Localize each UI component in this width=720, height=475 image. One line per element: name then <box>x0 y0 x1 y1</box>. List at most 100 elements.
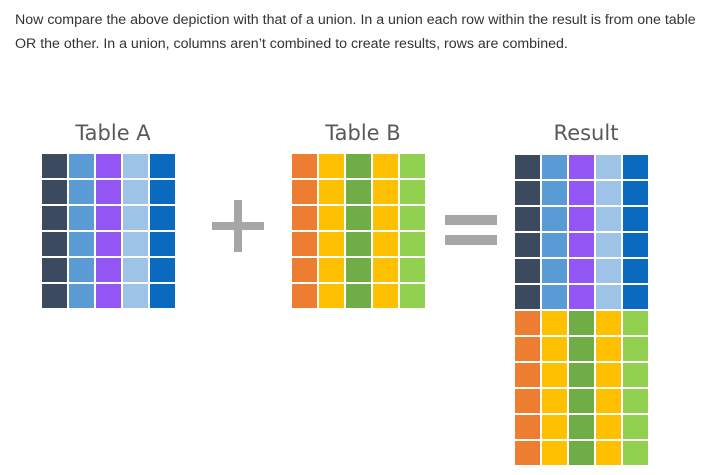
table-a-cell <box>96 258 121 282</box>
result-cell-from-a <box>515 285 540 309</box>
result-title: Result <box>553 121 619 145</box>
table-b-cell <box>346 284 371 308</box>
result-cell-from-b <box>515 311 540 335</box>
result-cell-from-b <box>542 363 567 387</box>
result-cell-from-a <box>542 285 567 309</box>
table-a-cell <box>42 154 67 178</box>
table-b-cell <box>373 206 398 230</box>
table-a-cell <box>69 232 94 256</box>
result-cell-from-b <box>596 311 621 335</box>
result-cell-from-a <box>623 181 648 205</box>
table-b-cell <box>373 180 398 204</box>
result-cell-from-b <box>515 363 540 387</box>
result-cell-from-b <box>569 363 594 387</box>
result-cell-from-a <box>623 207 648 231</box>
result-cell-from-a <box>542 155 567 179</box>
table-a-cell <box>96 206 121 230</box>
result-cell-from-b <box>542 337 567 361</box>
result-cell-from-a <box>515 259 540 283</box>
table-a-cell <box>150 232 175 256</box>
table-b-cell <box>292 206 317 230</box>
result-cell-from-a <box>542 181 567 205</box>
result-cell-from-b <box>596 415 621 439</box>
table-b-cell <box>319 258 344 282</box>
table-b-cell <box>319 180 344 204</box>
result-cell-from-b <box>623 415 648 439</box>
table-b-cell <box>319 232 344 256</box>
table-b-cell <box>373 154 398 178</box>
table-a-cell <box>96 154 121 178</box>
table-b-cell <box>400 180 425 204</box>
table-b-cell <box>346 206 371 230</box>
table-a-cell <box>150 284 175 308</box>
table-a-cell <box>69 258 94 282</box>
table-b-cell <box>292 284 317 308</box>
result-cell-from-a <box>596 155 621 179</box>
table-a-cell <box>42 258 67 282</box>
result-cell-from-a <box>569 155 594 179</box>
result-cell-from-a <box>596 207 621 231</box>
result-cell-from-b <box>569 415 594 439</box>
table-a-cell <box>123 284 148 308</box>
table-b-cell <box>373 232 398 256</box>
result-cell-from-a <box>515 207 540 231</box>
table-a-cell <box>69 154 94 178</box>
result-cell-from-a <box>623 259 648 283</box>
table-a-cell <box>42 180 67 204</box>
result-cell-from-a <box>542 207 567 231</box>
table-b-cell <box>346 258 371 282</box>
result-cell-from-b <box>542 389 567 413</box>
table-b-cell <box>319 154 344 178</box>
result-cell-from-a <box>596 285 621 309</box>
intro-paragraph: Now compare the above depiction with tha… <box>15 12 696 52</box>
table-b-cell <box>400 232 425 256</box>
table-a-cell <box>96 284 121 308</box>
table-a-cell <box>69 180 94 204</box>
table-a-cell <box>69 206 94 230</box>
table-a-cell <box>150 258 175 282</box>
result-cell-from-b <box>569 337 594 361</box>
result-cell-from-b <box>542 415 567 439</box>
table-a-cell <box>42 206 67 230</box>
table-a-cell <box>150 180 175 204</box>
plus-icon <box>212 200 264 252</box>
table-b-cell <box>346 232 371 256</box>
table-b-title: Table B <box>325 121 401 145</box>
result-cell-from-a <box>569 207 594 231</box>
result-cell-from-a <box>623 155 648 179</box>
result-cell-from-a <box>596 233 621 257</box>
result-cell-from-b <box>515 337 540 361</box>
table-a-cell <box>69 284 94 308</box>
result-cell-from-a <box>569 233 594 257</box>
result-cell-from-a <box>515 155 540 179</box>
result-cell-from-a <box>569 285 594 309</box>
table-a-cell <box>42 284 67 308</box>
table-a-cell <box>150 206 175 230</box>
table-b-cell <box>292 258 317 282</box>
result-cell-from-a <box>569 259 594 283</box>
result-cell-from-b <box>623 441 648 465</box>
result-cell-from-b <box>569 311 594 335</box>
result-cell-from-b <box>623 389 648 413</box>
result-cell-from-b <box>515 415 540 439</box>
table-b-cell <box>346 154 371 178</box>
result-cell-from-b <box>596 337 621 361</box>
table-b-cell <box>400 206 425 230</box>
result-cell-from-b <box>542 441 567 465</box>
result-cell-from-b <box>596 389 621 413</box>
table-a-cell <box>96 180 121 204</box>
result-cell-from-a <box>596 181 621 205</box>
table-b-cell <box>292 180 317 204</box>
result-cell-from-b <box>569 389 594 413</box>
table-a-cell <box>150 154 175 178</box>
table-b-cell <box>292 232 317 256</box>
result-cell-from-a <box>623 285 648 309</box>
result-cell-from-a <box>569 181 594 205</box>
table-a-cell <box>42 232 67 256</box>
table-b-cell <box>292 154 317 178</box>
table-b-grid <box>292 154 425 308</box>
result-cell-from-b <box>623 363 648 387</box>
table-b-cell <box>400 258 425 282</box>
table-a-cell <box>96 232 121 256</box>
result-cell-from-b <box>569 441 594 465</box>
